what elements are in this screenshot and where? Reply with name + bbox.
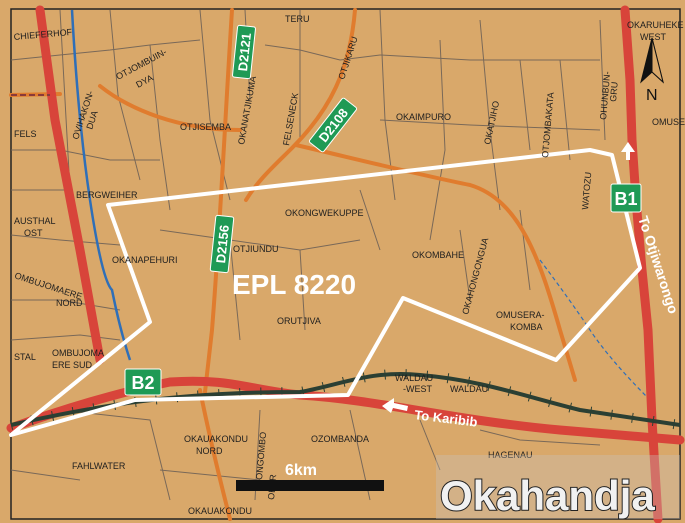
scale-bar-label: 6km <box>285 462 317 479</box>
farm-boundaries <box>10 9 606 501</box>
scale-bar-line <box>236 480 384 491</box>
farm-label: OHUNBUN- <box>598 71 612 120</box>
town-area <box>436 455 680 519</box>
farm-label: ORUTJIVA <box>277 316 321 326</box>
farm-label: OMUSERA- <box>496 310 545 320</box>
farm-label: WALDAU <box>450 384 488 394</box>
river <box>70 9 132 361</box>
town-name: Okahandja <box>440 472 655 519</box>
farm-label: WATOZU <box>580 172 593 211</box>
farm-label: OKOMBAHE <box>412 250 464 260</box>
trunk-roads <box>6 5 685 523</box>
farm-label: NORD <box>56 298 83 308</box>
epl-label: EPL 8220 <box>232 269 356 300</box>
farm-label: GRU <box>608 81 620 102</box>
road-b2-line <box>6 376 685 445</box>
shield-label-d2121: D2121 <box>235 32 254 72</box>
farm-label: STAL <box>14 352 36 362</box>
map-border <box>10 8 681 520</box>
farm-label: OTJISEMBA <box>180 122 231 132</box>
farm-label: KOMBA <box>510 322 543 332</box>
shield-label-b1: B1 <box>614 189 637 209</box>
farm-label: OMUSE <box>652 117 685 127</box>
road-shield-d2156: D2156 <box>209 214 235 274</box>
farm-label: ONGOMBO <box>254 431 268 480</box>
farm-label: AUSTHAL <box>14 216 56 226</box>
farm-label: OZOMBANDA <box>311 434 369 444</box>
farm-label: OKARUHEKE <box>627 20 684 30</box>
road-shield-b2: B2 <box>124 368 162 396</box>
north-arrow: N <box>640 37 664 104</box>
farm-label: OST <box>24 228 43 238</box>
farm-label: OKAUAKONDU <box>184 434 248 444</box>
farm-label: OKAUAKONDU <box>188 506 252 516</box>
farm-label: WALDAU <box>395 373 433 383</box>
farm-label: -WEST <box>403 384 432 394</box>
farm-label: FELS <box>14 129 37 139</box>
farm-label: NORD <box>196 446 223 456</box>
farm-label: TERU <box>285 14 310 24</box>
road-b1-line <box>620 5 663 523</box>
farm-label: BERGWEIHER <box>76 190 138 200</box>
farm-label: OTJIUNDU <box>233 244 279 254</box>
farm-label: WEST <box>640 32 667 42</box>
farm-label: OKONGWEKUPPE <box>285 208 364 218</box>
shield-label-b2: B2 <box>131 373 154 393</box>
river-tributary <box>539 259 651 401</box>
road-shield-b1: B1 <box>610 183 642 213</box>
road-shield-d2121: D2121 <box>232 24 256 80</box>
farm-label: FAHLWATER <box>72 461 126 471</box>
farm-label: ERE SUD <box>52 360 93 370</box>
farm-label: OMBUJOMA <box>52 348 104 358</box>
shield-label-d2156: D2156 <box>213 224 232 264</box>
farm-label: OKANAPEHURI <box>112 255 178 265</box>
epl-8220-boundary <box>9 148 642 437</box>
scale-bar: 6km <box>236 462 384 491</box>
left-arrow-icon <box>382 398 408 413</box>
farm-label: OKAIMPURO <box>396 112 451 122</box>
up-arrow-icon <box>621 142 635 160</box>
north-label: N <box>646 87 658 104</box>
farm-label: HAGENAU <box>488 450 533 460</box>
